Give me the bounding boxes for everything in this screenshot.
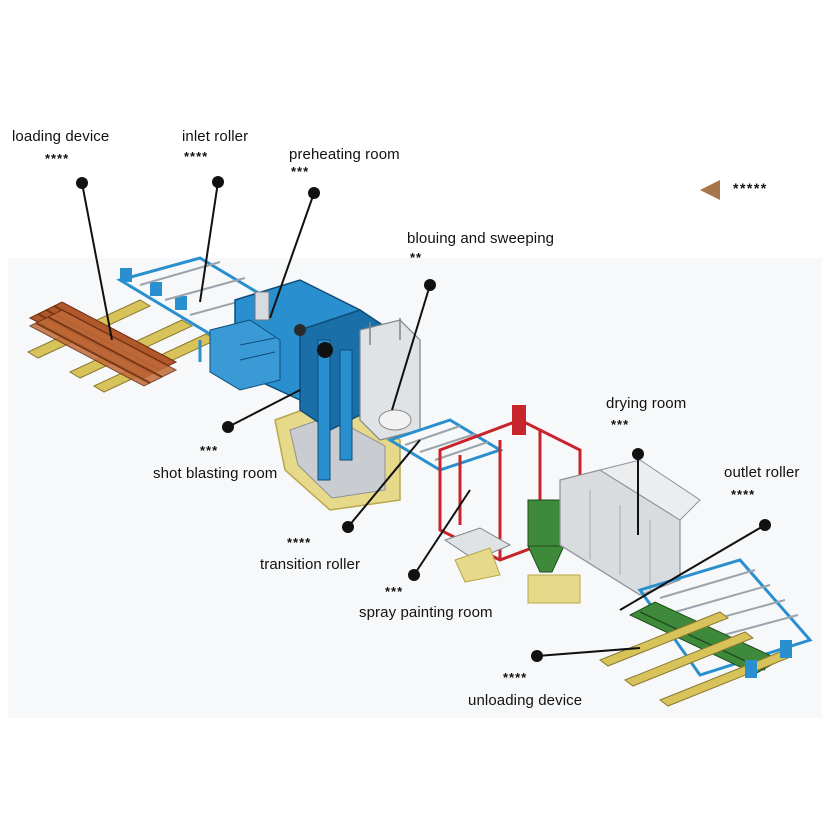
blouing-and-sweeping-stars: **	[410, 250, 423, 265]
blouing-and-sweeping-dot	[424, 279, 436, 291]
drying-room-art	[559, 459, 701, 596]
spray-painting-room-label: spray painting room	[359, 604, 493, 621]
loading-device-stars: ****	[45, 151, 70, 166]
preheating-room-stars: ***	[291, 164, 310, 179]
spray-painting-room-stars: ***	[385, 584, 404, 599]
transition-roller-stars: ****	[287, 535, 312, 550]
unloading-device-art	[598, 558, 813, 707]
transition-roller-dot	[342, 521, 354, 533]
drying-room-dot	[632, 448, 644, 460]
spray-painting-room-dot	[408, 569, 420, 581]
unloading-device-label: unloading device	[468, 692, 583, 709]
drying-room-stars: ***	[611, 417, 630, 432]
leader-lines	[81, 181, 766, 657]
inlet-roller-dot	[212, 176, 224, 188]
transition-roller-label: transition roller	[260, 556, 361, 573]
shot-blasting-room-dot	[222, 421, 234, 433]
transition-area-art	[359, 318, 504, 472]
inlet-roller-stars: ****	[184, 149, 209, 164]
unloading-device-stars: ****	[503, 670, 528, 685]
loading-device-dot	[76, 177, 88, 189]
loading-device-label: loading device	[12, 128, 110, 145]
leader-dots	[76, 176, 771, 662]
preheating-room-dot	[308, 187, 320, 199]
preheating-room-label: preheating room	[289, 146, 400, 163]
unloading-device-dot	[531, 650, 543, 662]
outlet-roller-dot	[759, 519, 771, 531]
spray-painting-room-art	[438, 405, 582, 604]
legend-stars: *****	[733, 180, 768, 196]
loading-device-art	[26, 268, 218, 393]
background-panel	[8, 258, 822, 718]
legend-arrow-icon	[700, 180, 720, 200]
drying-room-label: drying room	[606, 395, 687, 412]
outlet-roller-label: outlet roller	[724, 464, 800, 481]
blouing-and-sweeping-label: blouing and sweeping	[407, 230, 555, 247]
shot-blasting-room-label: shot blasting room	[153, 465, 278, 482]
inlet-roller-label: inlet roller	[182, 128, 249, 145]
shot-blasting-room-stars: ***	[200, 443, 219, 458]
outlet-roller-stars: ****	[731, 487, 756, 502]
